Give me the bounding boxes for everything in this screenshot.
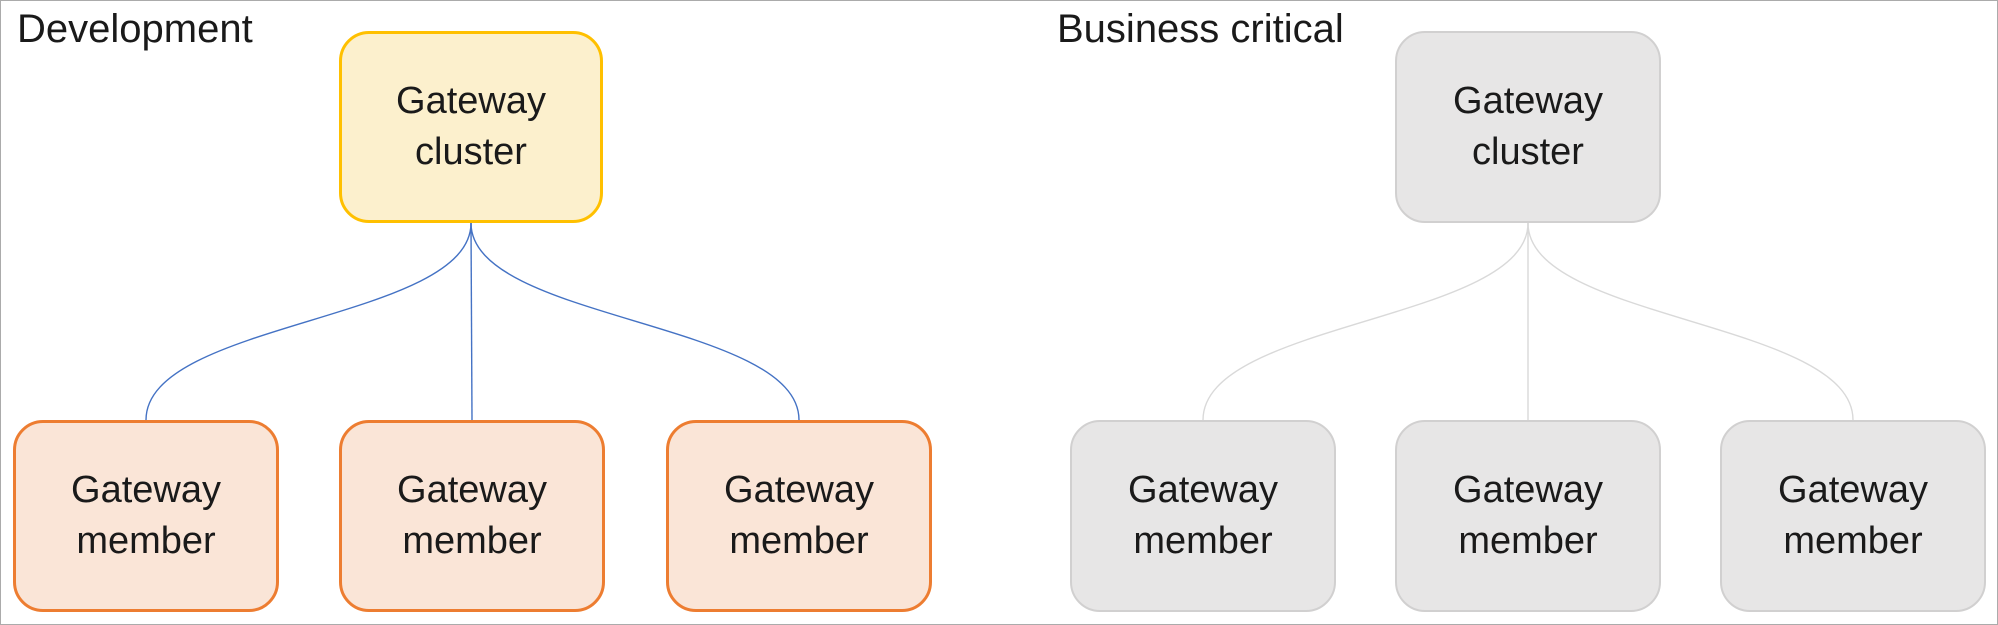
- business-critical-panel-title: Business critical: [1057, 7, 1344, 51]
- node-label: Gateway member: [1778, 468, 1928, 562]
- connector-dev-left: [145, 222, 472, 421]
- node-label: Gateway cluster: [396, 79, 546, 173]
- connector-dev-middle: [470, 222, 473, 421]
- node-label: Gateway member: [724, 468, 874, 562]
- development-connectors: [145, 222, 800, 421]
- development-gateway-cluster-node: Gateway cluster: [339, 31, 603, 223]
- development-gateway-member-node-1: Gateway member: [13, 420, 279, 612]
- connector-bc-left: [1202, 222, 1529, 421]
- node-label: Gateway member: [397, 468, 547, 562]
- node-label: Gateway cluster: [1453, 79, 1603, 173]
- business-critical-gateway-member-node-1: Gateway member: [1070, 420, 1336, 612]
- business-critical-connectors: [1202, 222, 1854, 421]
- development-gateway-member-node-3: Gateway member: [666, 420, 932, 612]
- node-label: Gateway member: [1128, 468, 1278, 562]
- connector-bc-right: [1527, 222, 1854, 421]
- business-critical-gateway-cluster-node: Gateway cluster: [1395, 31, 1661, 223]
- node-label: Gateway member: [71, 468, 221, 562]
- node-label: Gateway member: [1453, 468, 1603, 562]
- development-gateway-member-node-2: Gateway member: [339, 420, 605, 612]
- business-critical-gateway-member-node-3: Gateway member: [1720, 420, 1986, 612]
- connector-dev-right: [470, 222, 800, 421]
- development-panel-title: Development: [17, 7, 253, 51]
- business-critical-gateway-member-node-2: Gateway member: [1395, 420, 1661, 612]
